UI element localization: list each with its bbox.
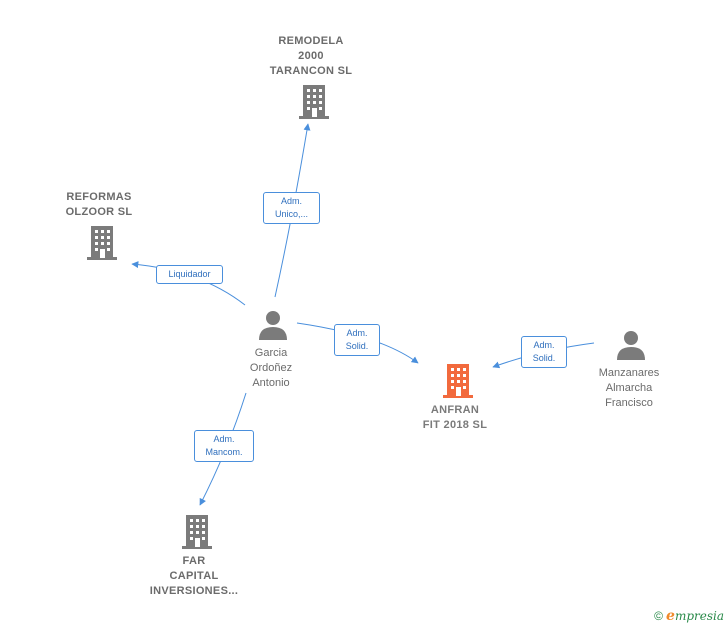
empresia-watermark: ©empresia — [654, 608, 724, 624]
building-icon[interactable] — [86, 226, 118, 260]
edge-label-to-far[interactable]: Adm. Mancom. — [194, 430, 254, 462]
node-garcia-line-2: Ordoñez — [249, 362, 293, 374]
node-far-line-1: FAR — [182, 555, 206, 567]
node-garcia-line-1: Garcia — [254, 347, 288, 359]
edge-label-garcia-to-anfran-line-2: Solid. — [345, 341, 369, 351]
person-icon[interactable] — [258, 310, 288, 340]
node-remodela-line-1: REMODELA — [278, 35, 344, 47]
edge-label-to-reformas-line-1: Liquidador — [168, 269, 211, 279]
node-reformas-label[interactable]: REFORMAS OLZOOR SL — [44, 190, 154, 220]
node-manzanares-line-3: Francisco — [605, 397, 653, 409]
edge-label-manzanares-to-anfran-line-2: Solid. — [532, 353, 556, 363]
building-icon[interactable] — [442, 364, 474, 398]
node-remodela-line-3: TARANCON SL — [269, 65, 353, 77]
edge-label-to-remodela-line-1: Adm. — [280, 196, 302, 206]
node-anfran-line-1: ANFRAN — [430, 404, 480, 416]
edge-label-garcia-to-anfran[interactable]: Adm. Solid. — [334, 324, 380, 356]
node-reformas-line-1: REFORMAS — [66, 191, 132, 203]
person-icon[interactable] — [616, 330, 646, 360]
edge-label-garcia-to-anfran-line-1: Adm. — [346, 328, 368, 338]
brand-name: mpresia — [674, 609, 724, 623]
node-garcia-line-3: Antonio — [252, 377, 290, 389]
edge-label-to-far-line-1: Adm. — [213, 434, 235, 444]
edge-label-to-reformas[interactable]: Liquidador — [156, 265, 223, 284]
copyright-symbol: © — [654, 609, 664, 623]
node-far-line-3: INVERSIONES... — [149, 585, 239, 597]
edge-label-manzanares-to-anfran-line-1: Adm. — [533, 340, 555, 350]
building-icon[interactable] — [298, 85, 330, 119]
node-remodela-label[interactable]: REMODELA 2000 TARANCON SL — [256, 34, 366, 79]
brand-initial: e — [666, 608, 675, 624]
edge-label-to-remodela-line-2: Unico,... — [274, 209, 308, 219]
node-far-line-2: CAPITAL — [169, 570, 219, 582]
node-manzanares-line-1: Manzanares — [598, 367, 660, 379]
building-icon[interactable] — [181, 515, 213, 549]
node-far-label[interactable]: FAR CAPITAL INVERSIONES... — [134, 554, 254, 599]
node-anfran-label[interactable]: ANFRAN FIT 2018 SL — [400, 403, 510, 433]
node-anfran-line-2: FIT 2018 SL — [422, 419, 488, 431]
node-remodela-line-2: 2000 — [298, 50, 324, 62]
node-manzanares-label[interactable]: Manzanares Almarcha Francisco — [579, 366, 679, 411]
node-garcia-label[interactable]: Garcia Ordoñez Antonio — [221, 346, 321, 391]
node-reformas-line-2: OLZOOR SL — [65, 206, 133, 218]
edge-label-manzanares-to-anfran[interactable]: Adm. Solid. — [521, 336, 567, 368]
node-manzanares-line-2: Almarcha — [605, 382, 653, 394]
edge-label-to-remodela[interactable]: Adm. Unico,... — [263, 192, 320, 224]
edge-label-to-far-line-2: Mancom. — [205, 447, 243, 457]
